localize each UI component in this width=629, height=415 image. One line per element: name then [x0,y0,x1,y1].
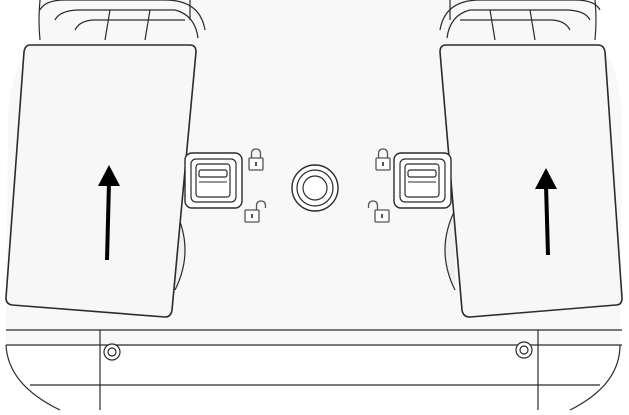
top-right-ear [439,0,601,41]
left-latch[interactable] [184,152,243,209]
right-cover[interactable] [439,44,623,318]
latch-slider[interactable] [195,163,231,198]
screw-icon [103,343,121,361]
arrow-up-icon [535,168,557,256]
top-left-ear [39,0,206,41]
left-cover[interactable] [5,44,197,318]
latch-slider[interactable] [404,163,440,198]
screw-icon [515,341,533,359]
arrow-up-icon [98,165,120,261]
right-latch[interactable] [393,152,452,209]
round-button-icon[interactable] [291,164,339,212]
